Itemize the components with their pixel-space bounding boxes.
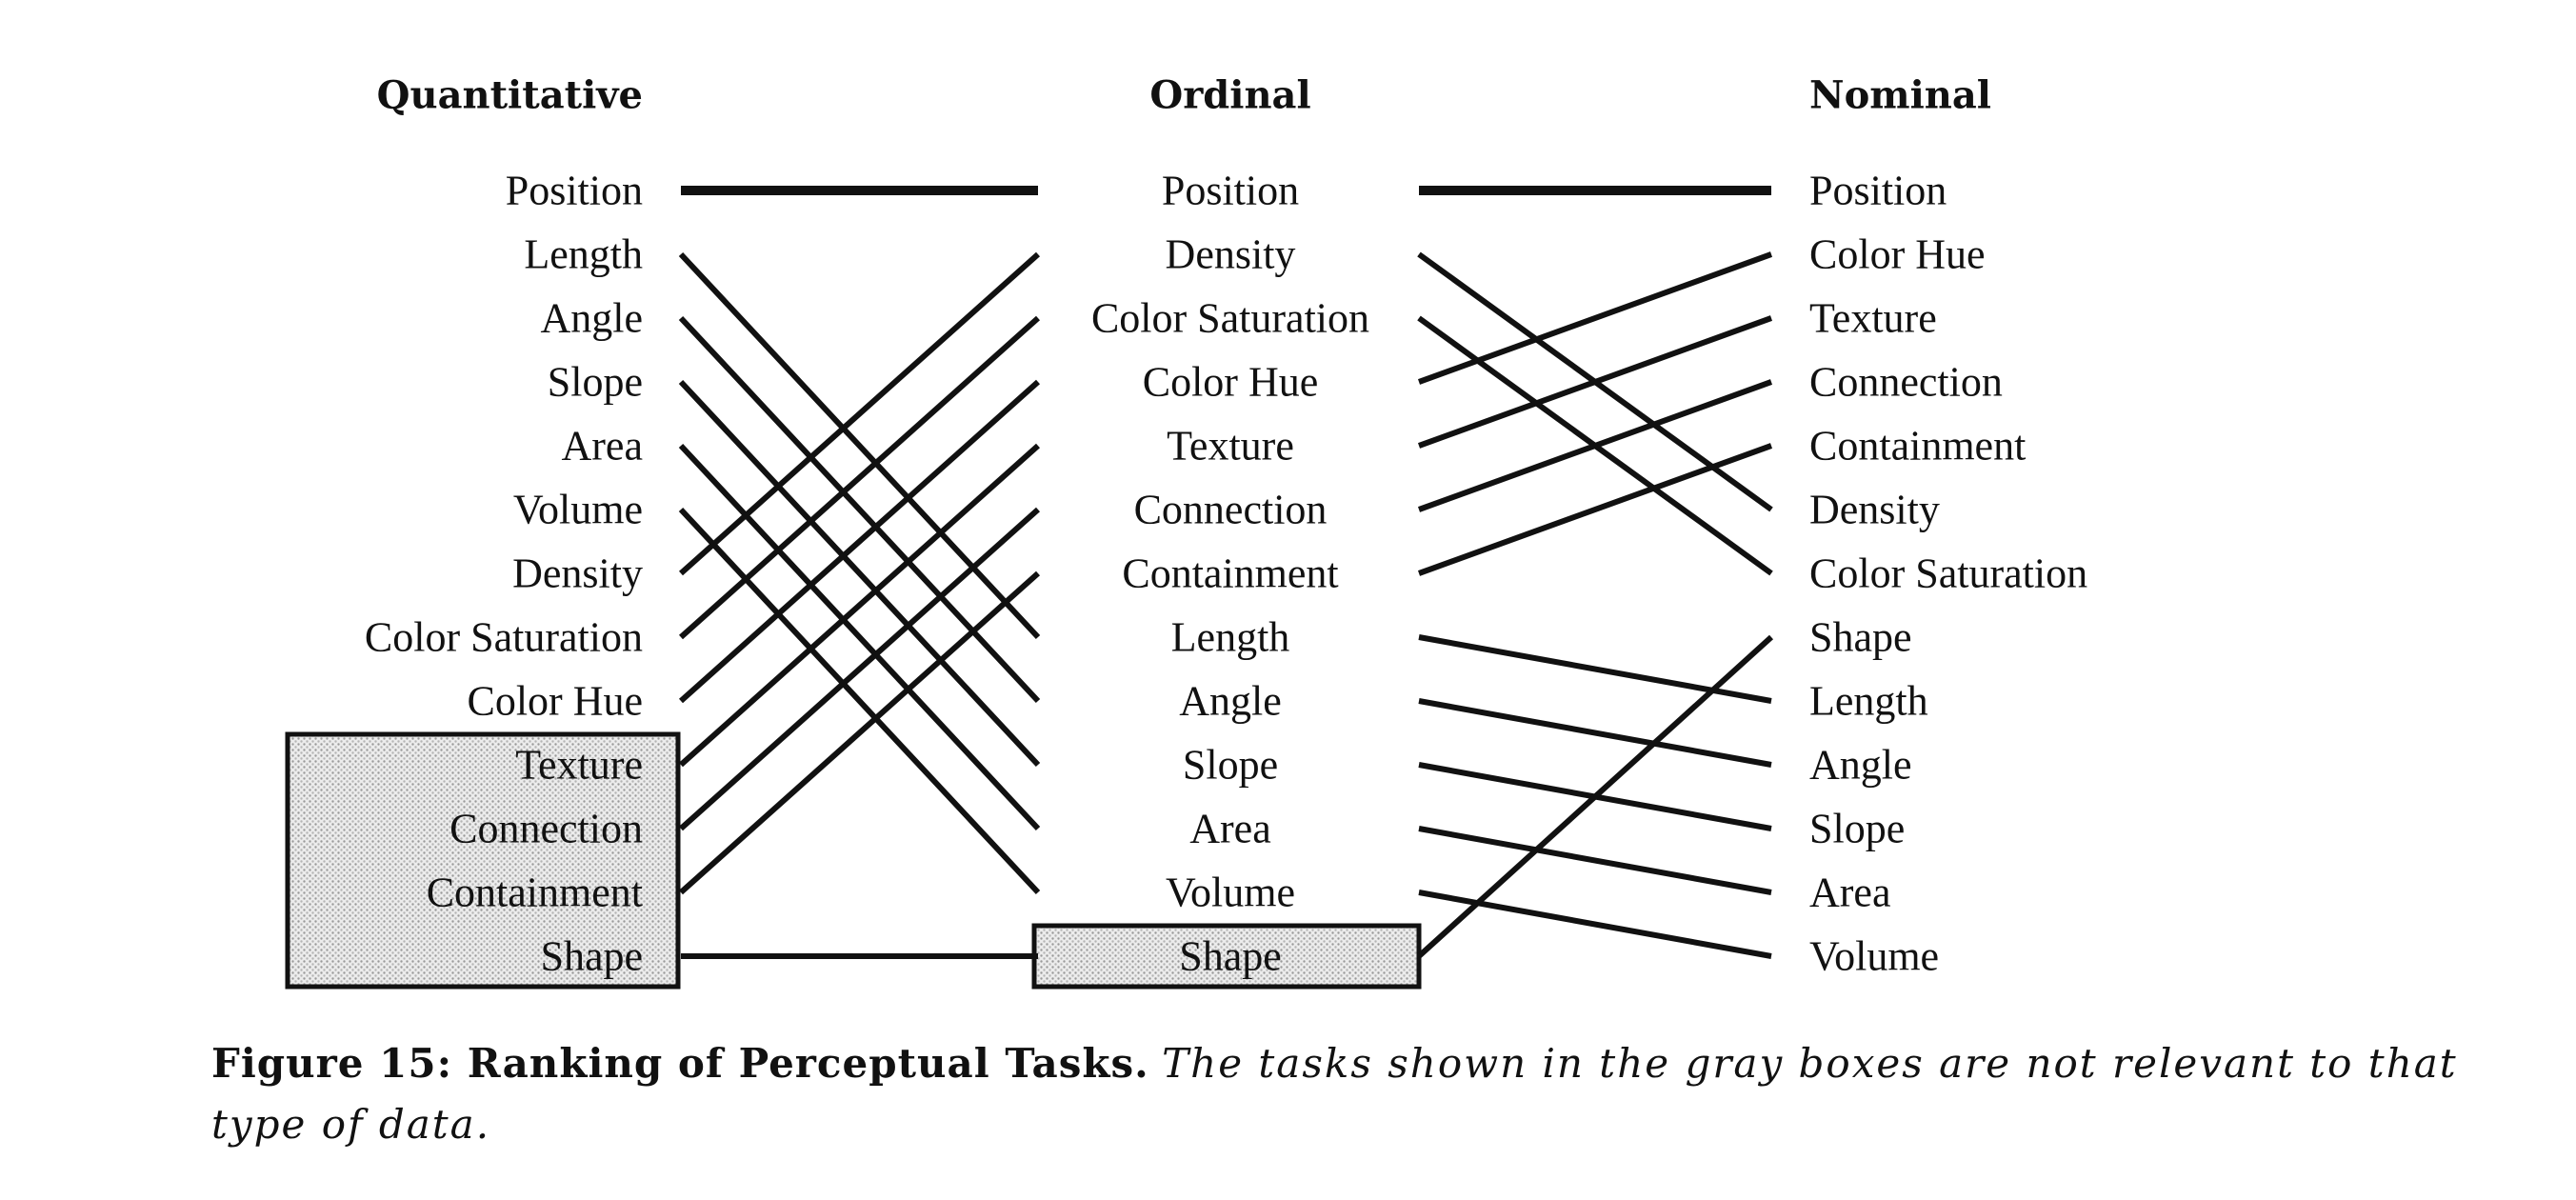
nominal-item-connection: Connection (1809, 359, 2003, 406)
quantitative-item-length: Length (524, 231, 643, 278)
ordinal-gray-box (1031, 923, 1422, 990)
ordinal-column-title: Ordinal (1149, 73, 1310, 118)
nominal-item-containment: Containment (1809, 423, 2026, 470)
ordinal-item-slope: Slope (1183, 742, 1278, 789)
quantitative-item-connection: Connection (449, 806, 643, 852)
ordinal-item-color-hue: Color Hue (1143, 359, 1319, 406)
figure-caption: Figure 15: Ranking of Perceptual Tasks. … (211, 1033, 2535, 1155)
connector-ordinal-nominal-volume (1418, 890, 1772, 959)
quantitative-item-position: Position (506, 168, 643, 214)
quantitative-item-volume: Volume (513, 487, 643, 533)
ordinal-item-length: Length (1171, 614, 1290, 661)
quantitative-item-area: Area (562, 423, 644, 470)
connector-quantitative-ordinal-area (678, 443, 1041, 831)
connector-ordinal-nominal-connection (1417, 379, 1773, 512)
quantitative-column-title: Quantitative (377, 73, 643, 118)
ordinal-item-volume: Volume (1166, 870, 1295, 916)
connector-quantitative-ordinal-color-hue (679, 379, 1040, 704)
nominal-item-slope: Slope (1809, 806, 1905, 852)
connector-quantitative-ordinal-angle (678, 315, 1041, 704)
connector-ordinal-nominal-shape (1416, 634, 1774, 959)
nominal-item-area: Area (1809, 870, 1891, 916)
connector-ordinal-nominal-area (1418, 826, 1772, 895)
ordinal-item-area: Area (1189, 806, 1271, 852)
quantitative-item-containment: Containment (427, 870, 643, 916)
ordinal-item-connection: Connection (1134, 487, 1328, 533)
quantitative-item-color-saturation: Color Saturation (365, 614, 643, 661)
quantitative-item-angle: Angle (540, 295, 643, 342)
connector-quantitative-ordinal-containment (679, 570, 1040, 895)
ranking-diagram: QuantitativePositionLengthAngleSlopeArea… (285, 73, 2087, 990)
quantitative-item-density: Density (512, 550, 643, 597)
quantitative-item-color-hue: Color Hue (467, 678, 643, 725)
connector-ordinal-nominal-texture (1417, 315, 1773, 449)
ordinal-item-angle: Angle (1179, 678, 1282, 725)
nominal-item-density: Density (1809, 487, 1940, 533)
connector-ordinal-nominal-length (1418, 634, 1772, 704)
nominal-item-length: Length (1809, 678, 1928, 725)
ordinal-item-shape: Shape (1179, 933, 1282, 980)
ordinal-item-density: Density (1166, 231, 1296, 278)
connector-quantitative-ordinal-connection (679, 507, 1040, 831)
nominal-item-color-saturation: Color Saturation (1809, 550, 2087, 597)
nominal-item-volume: Volume (1809, 933, 1939, 980)
nominal-item-texture: Texture (1809, 295, 1937, 342)
connector-ordinal-nominal-color-hue (1417, 251, 1773, 385)
connector-quantitative-ordinal-length (678, 251, 1041, 640)
nominal-item-angle: Angle (1809, 742, 1912, 789)
nominal-column-title: Nominal (1809, 73, 1991, 118)
nominal-item-color-hue: Color Hue (1809, 231, 1986, 278)
connector-quantitative-ordinal-volume (678, 507, 1041, 895)
ordinal-item-position: Position (1162, 168, 1299, 214)
connector-ordinal-nominal-containment (1417, 443, 1773, 576)
connector-quantitative-ordinal-texture (679, 443, 1040, 768)
ordinal-item-containment: Containment (1122, 550, 1338, 597)
ordinal-item-texture: Texture (1167, 423, 1294, 470)
connector-quantitative-ordinal-color-saturation (679, 315, 1040, 640)
caption-text: The tasks shown in the gray boxes are no… (211, 1040, 2458, 1148)
connector-quantitative-ordinal-slope (678, 379, 1041, 768)
nominal-item-shape: Shape (1809, 614, 1912, 661)
caption-label: Figure 15: Ranking of Perceptual Tasks. (211, 1040, 1149, 1087)
ordinal-item-color-saturation: Color Saturation (1091, 295, 1369, 342)
quantitative-item-shape: Shape (540, 933, 643, 980)
connector-ordinal-nominal-angle (1418, 698, 1772, 768)
quantitative-item-slope: Slope (548, 359, 643, 406)
quantitative-item-texture: Texture (515, 742, 643, 789)
nominal-item-position: Position (1809, 168, 1947, 214)
quantitative-gray-box (285, 731, 681, 990)
connector-quantitative-ordinal-density (679, 251, 1040, 576)
